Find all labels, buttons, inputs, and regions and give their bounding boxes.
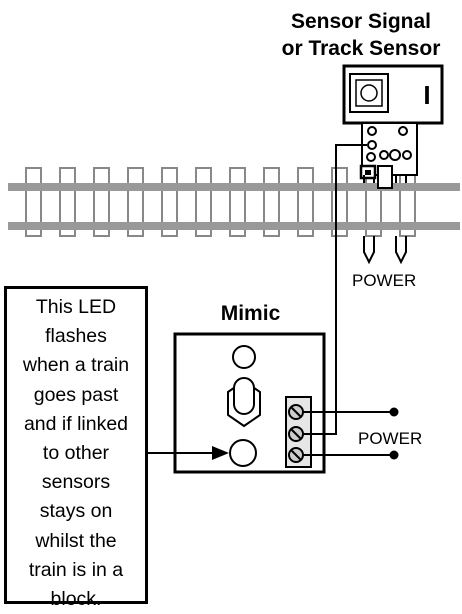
sensor-pushbutton-cap bbox=[360, 84, 378, 102]
sensor-leg bbox=[363, 236, 375, 265]
sensor-pin bbox=[379, 150, 389, 160]
sensor-detector bbox=[377, 165, 393, 189]
sensor-jumper-pin bbox=[365, 170, 371, 175]
mimic-led-top bbox=[232, 345, 256, 369]
note-line: whilst the bbox=[35, 529, 117, 552]
sensor-title-line1: Sensor Signal bbox=[290, 10, 432, 33]
note-line: flashes bbox=[45, 325, 107, 348]
wiring bbox=[136, 144, 393, 456]
sensor-pin bbox=[367, 140, 377, 150]
mimic-toggle-lever bbox=[233, 377, 255, 415]
power-terminal-dot bbox=[389, 450, 399, 460]
note-line: sensors bbox=[41, 471, 111, 494]
sensor-pin bbox=[367, 126, 377, 136]
note-line: stays on bbox=[39, 500, 113, 523]
power-terminal-dot bbox=[389, 407, 399, 417]
note-line: goes past bbox=[33, 383, 119, 406]
power-label-mimic: POWER bbox=[358, 429, 423, 448]
power-label-sensor: POWER bbox=[352, 271, 417, 290]
sensor-switch-mark: I bbox=[423, 80, 430, 110]
mimic-panel bbox=[173, 332, 326, 474]
note-line: and if linked bbox=[23, 412, 129, 435]
track-sensor bbox=[342, 64, 444, 265]
sensor-pin bbox=[402, 150, 412, 160]
sensor-title-line2: or Track Sensor bbox=[281, 37, 441, 60]
rail-bottom bbox=[8, 222, 460, 230]
mimic-title: Mimic bbox=[220, 302, 281, 325]
sensor-leg bbox=[395, 236, 407, 265]
note-line: block. bbox=[50, 588, 102, 611]
led-note-box: This LED flashes when a train goes past … bbox=[4, 286, 148, 610]
mimic-led bbox=[229, 439, 257, 467]
note-line: This LED bbox=[35, 296, 117, 318]
railway-track bbox=[8, 167, 460, 237]
sensor-pin bbox=[398, 126, 408, 136]
note-line: to other bbox=[42, 442, 110, 465]
sensor-title: Sensor Signal or Track Sensor bbox=[250, 8, 462, 62]
rail-top bbox=[8, 183, 460, 191]
signal-wire bbox=[303, 144, 367, 435]
arrow-head bbox=[212, 446, 229, 460]
sensor-pin bbox=[389, 149, 401, 161]
note-line: train is in a bbox=[28, 558, 124, 581]
sensor-pin bbox=[366, 152, 376, 162]
note-line: when a train bbox=[22, 354, 130, 377]
